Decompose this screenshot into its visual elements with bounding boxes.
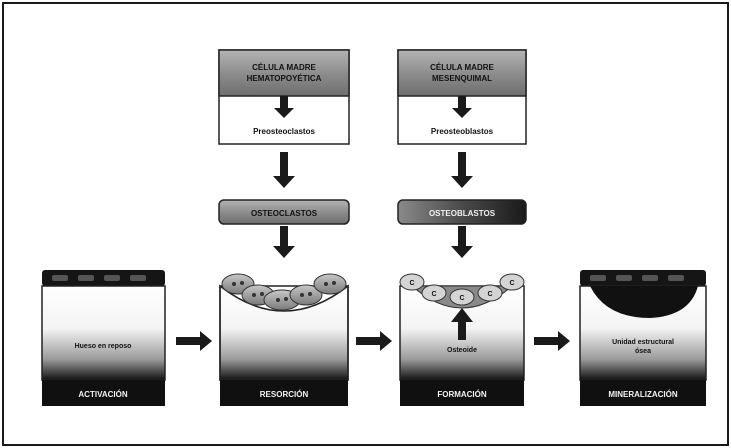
stem-cell-mesenquimal-title-2: MESENQUIMAL [432,74,492,83]
svg-text:C: C [431,291,436,298]
stage-mineralizacion: Unidad estructural ósea MINERALIZACIÓN [579,270,707,406]
osteoclast-cells [221,273,347,311]
stem-cell-hematopoyetica-title-1: CÉLULA MADRE [252,63,316,72]
down-arrow-icon [273,152,295,188]
down-arrow-icon [451,152,473,188]
source-hematopoyetica: CÉLULA MADRE HEMATOPOYÉTICA Preosteoclas… [218,49,350,145]
down-arrow-icon [273,226,295,258]
stem-cell-hematopoyetica-title-2: HEMATOPOYÉTICA [247,74,322,83]
down-arrow-icon [274,96,294,118]
stem-cell-hematopoyetica-header [218,49,350,97]
stage-mineralizacion-inner-text-1: Unidad estructural [612,339,674,346]
svg-text:C: C [487,291,492,298]
osteoclastos-box: OSTEOCLASTOS [218,199,350,225]
up-arrow-icon [451,308,473,340]
osteoblast-cells [399,273,525,306]
preosteoblastos-label: Preosteoblastos [431,127,494,136]
stem-cell-mesenquimal-title-1: CÉLULA MADRE [430,63,494,72]
stage-arrows [176,331,570,351]
preosteoclastos-label: Preosteoclastos [253,127,315,136]
stage-resorcion: RESORCIÓN [219,273,349,406]
down-arrow-icon [451,226,473,258]
down-arrows [273,96,473,258]
osteoblastos-label: OSTEOBLASTOS [429,209,496,218]
stage-activacion: Hueso en reposo ACTIVACIÓN [41,270,166,406]
stage-mineralizacion-inner-text-2: ósea [635,348,651,355]
right-arrow-icon [356,331,392,351]
stem-cell-mesenquimal-header [397,49,527,97]
osteoblastos-box: OSTEOBLASTOS [397,199,527,225]
down-arrow-icon [452,96,472,118]
right-arrow-icon [534,331,570,351]
svg-text:C: C [509,280,514,287]
osteoclastos-label: OSTEOCLASTOS [251,209,318,218]
svg-text:C: C [459,295,464,302]
stage-formacion: C C C C C Osteoide FORMACIÓN [399,273,525,406]
stage-formacion-inner-text: Osteoide [447,347,477,354]
mineralized-matrix [590,286,698,318]
svg-text:C: C [409,280,414,287]
stage-activacion-label: ACTIVACIÓN [78,390,127,399]
stage-activacion-inner-text: Hueso en reposo [75,343,132,350]
stage-formacion-label: FORMACIÓN [437,390,487,399]
right-arrow-icon [176,331,212,351]
stage-resorcion-label: RESORCIÓN [260,390,309,399]
lining-cells [42,270,165,286]
stage-mineralizacion-label: MINERALIZACIÓN [608,390,678,399]
